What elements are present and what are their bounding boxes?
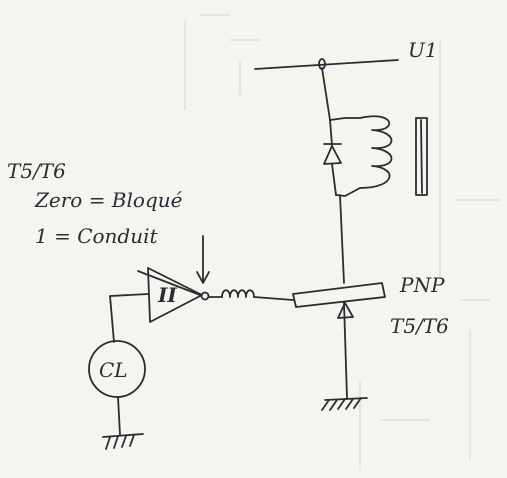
base-resistor xyxy=(208,289,294,301)
supply-label: U1 xyxy=(408,38,438,62)
wire-rail-to-diode xyxy=(321,67,331,121)
annotation-zero: Zero = Bloqué xyxy=(34,188,183,212)
paper-show-through xyxy=(184,14,500,470)
cl-source-label: CL xyxy=(99,358,128,382)
annotation-arrow xyxy=(196,235,210,284)
relay-core xyxy=(415,117,428,196)
supply-rail xyxy=(254,59,399,70)
ground-transistor xyxy=(321,397,368,411)
wire-cl-to-buffer xyxy=(109,293,149,343)
buffer-gate xyxy=(137,267,210,323)
annotation-one: 1 = Conduit xyxy=(35,224,159,248)
transistor-ref-label-left: T5/T6 xyxy=(7,159,66,183)
diode xyxy=(323,119,342,196)
cl-source xyxy=(88,340,146,398)
pnp-transistor xyxy=(292,282,386,399)
relay-coil xyxy=(329,115,393,197)
transistor-type-label: PNP xyxy=(399,273,445,297)
ground-cl xyxy=(102,433,144,450)
wire-cl-to-ground xyxy=(117,396,121,436)
transistor-ref-label-right: T5/T6 xyxy=(390,314,449,338)
buffer-label: II xyxy=(157,283,177,307)
wire-to-collector xyxy=(339,194,345,284)
